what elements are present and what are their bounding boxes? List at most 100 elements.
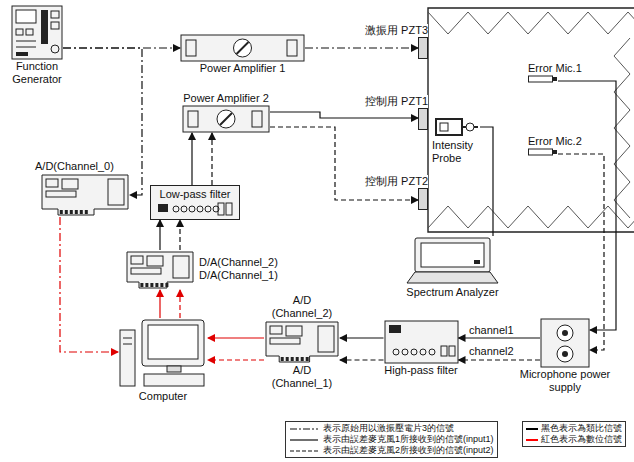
signal-line [179,220,180,250]
drawing-rect [108,179,124,205]
device-label: Spectrum Analyzer [406,286,498,299]
drawing-rect [287,40,297,56]
drawing-rect [286,326,302,336]
drawing-rect [155,283,158,287]
device-label: Error Mic.1 [528,62,582,75]
drawing-circle [402,349,408,355]
drawing-circle [466,123,474,131]
legend-row: 紅色表示為數位信號 [526,434,622,445]
drawing-rect [226,203,232,215]
drawing-circle [562,351,568,357]
filter-icon [384,320,459,364]
device-node: Error Mic.1 [528,62,600,83]
drawing-svg [432,115,480,139]
device-label: Function Generator [5,60,69,86]
signal-line [558,81,616,330]
drawing-circle [189,206,195,212]
drawing-rect [252,111,262,127]
drawing-rect [142,320,204,366]
drawing-rect [291,357,294,361]
signal-line [208,337,264,338]
drawing-rect [147,256,163,266]
drawing-rect [296,357,299,361]
drawing-svg [125,250,195,290]
card-icon [264,320,340,364]
drawing-rect [62,179,78,189]
pa-icon [180,34,305,62]
drawing-circle [420,349,426,355]
signal-line [340,337,384,338]
drawing-rect [552,77,557,81]
legend-box: 表示原始用以激振壓電片3的信號表示由誤差麥克風1所接收到的信號(input1)表… [285,421,498,458]
drawing-circle [393,349,399,355]
mic-icon [528,148,558,156]
drawing-circle [234,39,252,57]
drawing-rect [440,123,448,131]
laptop-icon [405,236,500,286]
legend-swatch [526,428,538,430]
device-label: High-pass filter [384,364,457,377]
drawing-rect [140,283,143,287]
drawing-rect [385,321,458,363]
drawing-svg [418,108,428,130]
drawing-line [220,113,232,125]
drawing-rect [150,283,153,287]
signal-line [60,217,118,352]
drawing-circle [557,346,573,362]
device-node: Power Amplifier 2 [176,92,276,133]
drawing-svg [418,188,428,210]
drawing-line [16,41,36,42]
signal-line [459,359,541,360]
drawing-svg [180,34,305,62]
legend-row: 黑色表示為類比信號 [526,423,622,434]
device-node: 控制用 PZT2 [330,175,428,210]
drawing-circle [429,349,435,355]
drawing-rect [51,22,59,29]
legend-box: 黑色表示為類比信號紅色表示為數位信號 [522,421,626,447]
drawing-rect [421,243,484,267]
signal-line [270,127,418,200]
drawing-rect [529,76,553,82]
channel-label: channel1 [468,324,515,337]
signal-line [340,359,384,360]
signal-line [459,337,541,338]
device-node: Low-pass filter [150,185,240,220]
drawing-rect [144,374,204,386]
drawing-svg [11,5,63,60]
signal-line [179,290,180,318]
legend-line-sample [289,436,319,444]
drawing-rect [12,6,62,59]
drawing-svg [528,75,558,83]
device-label: Error Mic.2 [528,135,582,148]
dials-icon [154,201,236,217]
legend-text: 表示由誤差麥克風2所接收到的信號(input2) [323,445,494,456]
drawing-path [428,8,634,232]
device-node: Microphone power supply [515,318,615,394]
drawing-rect [474,260,480,264]
legend-text: 表示由誤差麥克風1所接收到的信號(input1) [323,434,494,445]
drawing-rect [120,330,135,386]
drawing-path [42,175,128,215]
card-icon [125,250,195,290]
device-label: Microphone power supply [515,368,615,394]
device-node: Computer [118,318,208,403]
legend-row: 表示原始用以激振壓電片3的信號 [289,423,494,434]
drawing-line [123,344,132,345]
device-label: D/A(Channel_2) [199,256,278,269]
drawing-line [123,338,132,339]
signal-line [191,133,192,185]
drawing-svg [418,37,428,59]
drawing-rect [415,238,490,272]
device-label: Power Amplifier 1 [200,62,286,75]
device-label: D/A(Channel_1) [199,269,278,282]
device-node: Power Amplifier 1 [180,34,305,75]
drawing-circle [197,206,203,212]
drawing-circle [173,206,179,212]
device-node: A/D(Channel_0) [35,160,135,217]
drawing-svg [182,105,270,133]
device-label: Intensity Probe [432,139,488,165]
drawing-rect [131,268,161,274]
device-label: Low-pass filter [160,188,231,201]
drawing-rect [145,283,148,287]
device-node: A/D (Channel_2)A/D (Channel_1) [262,294,342,390]
